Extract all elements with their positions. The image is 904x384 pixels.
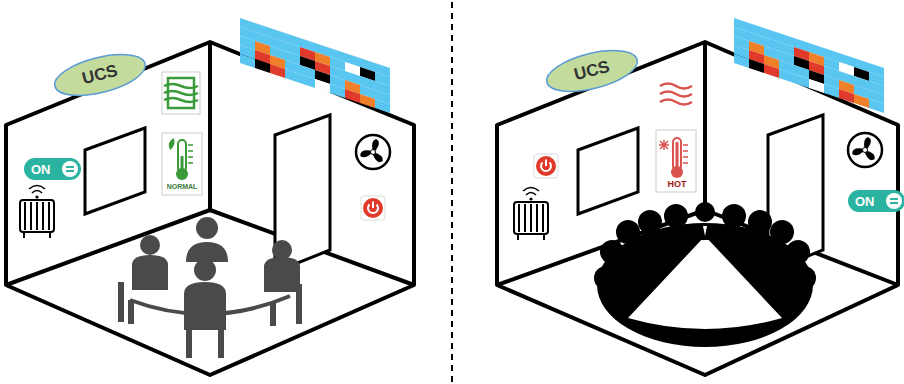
- stroke: [35, 195, 38, 198]
- stroke: [530, 204, 532, 232]
- window: [578, 128, 638, 214]
- solar-panel: [734, 18, 884, 113]
- panel-cell: [779, 69, 794, 83]
- panel-cell: [375, 99, 390, 113]
- ventilation-icon: [162, 72, 200, 114]
- person-head: [786, 240, 810, 264]
- power-frame: [534, 154, 558, 178]
- person-head: [594, 266, 618, 290]
- panel-cell: [869, 99, 884, 113]
- power-disc: [363, 198, 383, 218]
- knob-mark: [890, 198, 898, 204]
- room-outline: [6, 42, 414, 375]
- stroke: [545, 160, 547, 167]
- stroke: [518, 204, 520, 232]
- thermometer-hot: [656, 130, 696, 192]
- panel-cell: [300, 74, 315, 88]
- solar-panel: [240, 18, 390, 113]
- radiator-body: [514, 202, 548, 234]
- on-toggle: ON: [848, 190, 904, 212]
- ucs-ellipse: UCS: [541, 41, 643, 101]
- stroke: [529, 197, 532, 200]
- person-head: [792, 266, 816, 290]
- panel-cell: [839, 89, 854, 103]
- stroke: [523, 188, 539, 196]
- fan-ring: [848, 133, 882, 167]
- panel-cell: [345, 89, 360, 103]
- ellipse-fill: [543, 43, 642, 99]
- stroke: [48, 202, 50, 230]
- panel-cell: [794, 74, 809, 88]
- toggle-knob: [62, 161, 78, 177]
- stroke: [36, 202, 38, 230]
- panel-cell: [240, 54, 255, 68]
- power-button: [361, 196, 385, 220]
- knob-mark: [66, 166, 74, 172]
- toggle-knob: [886, 193, 902, 209]
- panel-cell: [330, 84, 345, 98]
- panel-cell: [854, 94, 869, 108]
- person-head: [616, 220, 640, 244]
- stroke: [517, 234, 519, 240]
- ucs-ellipse: UCS: [49, 45, 151, 105]
- stroke: [542, 204, 544, 232]
- stroke: [29, 186, 45, 194]
- person-head: [664, 204, 688, 228]
- stroke: [543, 234, 545, 240]
- toggle-label: ON: [855, 194, 875, 209]
- panel-cell: [255, 59, 270, 73]
- small-meeting: [118, 217, 302, 358]
- panel-cell: [824, 84, 839, 98]
- fan-icon: [848, 133, 882, 167]
- radiator: [20, 186, 54, 239]
- panel-cell: [360, 94, 375, 108]
- power-disc: [536, 156, 556, 176]
- room-outline: [497, 42, 898, 375]
- panel-cell: [270, 64, 285, 78]
- on-toggle: ON: [24, 158, 81, 180]
- window: [85, 128, 145, 214]
- panel-cell: [749, 59, 764, 73]
- fan-icon: [356, 135, 390, 169]
- person-head: [722, 204, 746, 228]
- stroke: [863, 148, 868, 153]
- radiator-body: [20, 200, 54, 232]
- stroke: [536, 204, 538, 232]
- heat-icon: [660, 84, 692, 105]
- person-head: [600, 240, 624, 264]
- toggle-label: ON: [31, 162, 51, 177]
- stroke: [372, 202, 374, 209]
- divider-line: [451, 2, 453, 382]
- ellipse-fill: [51, 47, 150, 103]
- stroke: [371, 150, 376, 155]
- thermometer-label: NORMAL: [166, 183, 199, 190]
- thermometer-normal: [162, 133, 202, 195]
- large-meeting: [594, 202, 816, 347]
- person-head: [770, 220, 794, 244]
- person-head: [748, 210, 772, 234]
- panel-cell: [285, 69, 300, 83]
- stroke: [24, 202, 26, 230]
- person-head: [638, 210, 662, 234]
- panel-cell: [809, 79, 824, 93]
- stroke: [49, 232, 51, 238]
- power-frame: [361, 196, 385, 220]
- stroke: [524, 204, 526, 232]
- radiator: [514, 188, 548, 241]
- panel-cell: [315, 79, 330, 93]
- thermometer-label: HOT: [667, 180, 688, 189]
- stroke: [23, 232, 25, 238]
- stroke: [30, 202, 32, 230]
- panel-cell: [734, 54, 749, 68]
- panel-cell: [764, 64, 779, 78]
- power-button: [534, 154, 558, 178]
- fan-ring: [356, 135, 390, 169]
- stroke: [42, 202, 44, 230]
